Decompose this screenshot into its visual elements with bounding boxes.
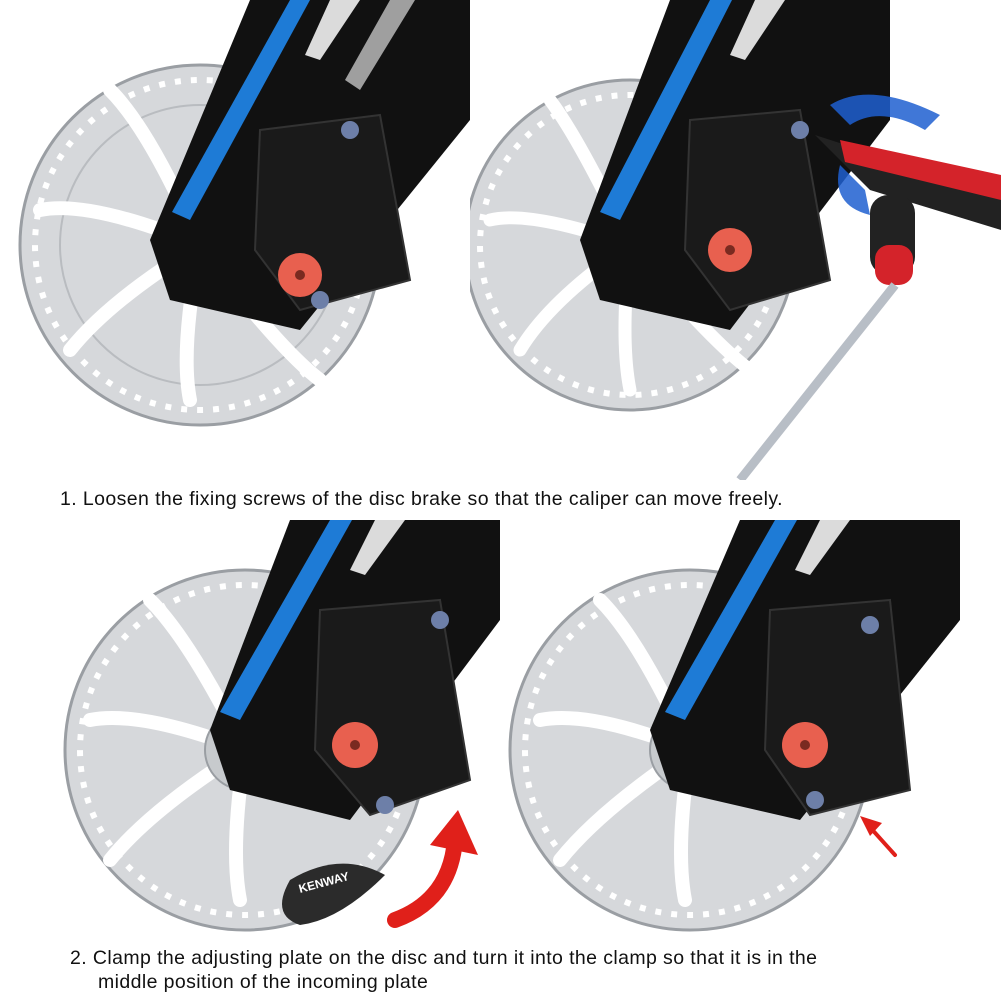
step-2-text-line-1: Clamp the adjusting plate on the disc an… <box>92 947 818 969</box>
brake-illustration <box>18 0 470 427</box>
curved-arrow-icon <box>387 810 478 928</box>
adjusting-plate: KENWAY <box>282 863 385 925</box>
step-2-text-line-2: middle position of the incoming plate <box>98 971 429 993</box>
caliper-icon <box>683 108 832 312</box>
caliper-icon <box>313 598 472 817</box>
rotate-arrow-icon <box>830 94 940 215</box>
step-2-number: 2. <box>70 947 88 969</box>
hex-wrench-icon <box>736 135 1001 480</box>
step-1-text: Loosen the fixing screws of the disc bra… <box>82 488 783 510</box>
photo-adjusting-plate-insert: KENWAY <box>0 520 500 940</box>
photo-plate-position-check <box>500 520 1001 940</box>
photo-brake-caliper-wrench <box>470 0 1001 480</box>
pointer-arrow-icon <box>860 816 897 857</box>
photo-brake-caliper-step1 <box>0 0 470 470</box>
step-2-caption: 2. Clamp the adjusting plate on the disc… <box>70 946 970 994</box>
caliper-icon <box>253 113 412 312</box>
plate-insert-illustration: KENWAY <box>63 520 500 932</box>
caliper-icon <box>763 598 912 817</box>
step-1-number: 1. <box>60 488 78 510</box>
step-2-line-1: 2. Clamp the adjusting plate on the disc… <box>70 946 970 970</box>
plate-position-illustration <box>508 520 960 932</box>
brake-wrench-illustration <box>470 0 1001 480</box>
step-1-caption: 1. Loosen the fixing screws of the disc … <box>60 487 960 511</box>
